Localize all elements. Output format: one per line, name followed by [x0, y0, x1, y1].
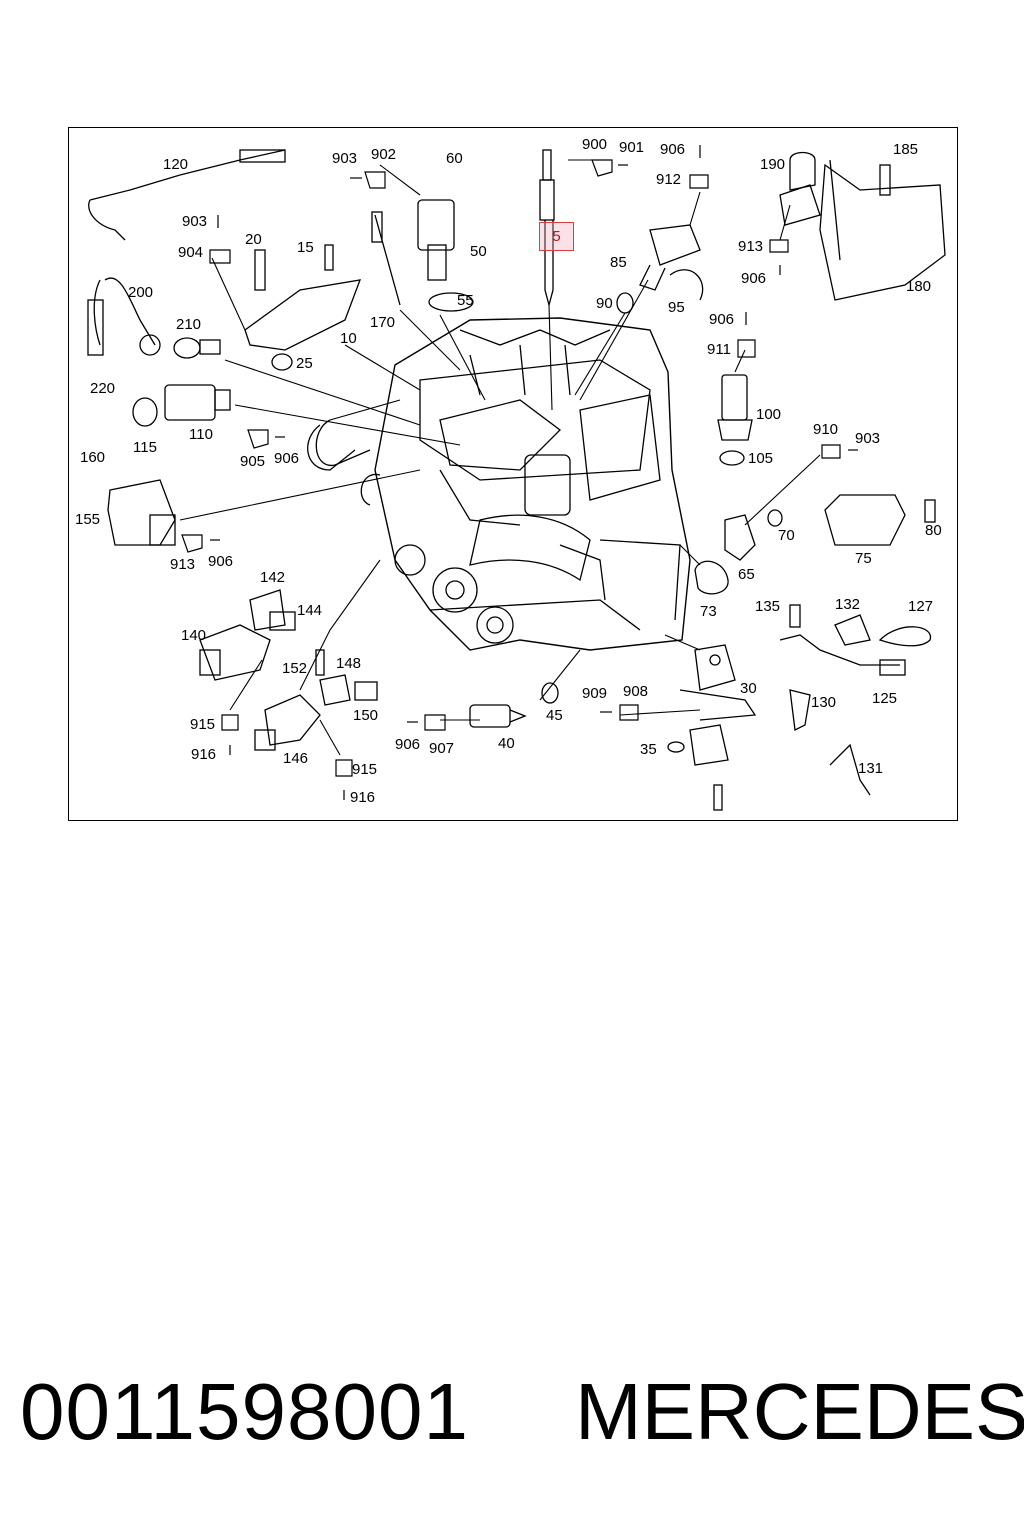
- callout-901: 901: [619, 139, 645, 156]
- highlighted-part-callout[interactable]: 5: [539, 222, 574, 251]
- callout-65: 65: [738, 566, 755, 583]
- callout-90: 90: [596, 295, 613, 312]
- callout-907: 907: [429, 740, 455, 757]
- callout-95: 95: [668, 299, 685, 316]
- callout-146: 146: [283, 750, 309, 767]
- callout-900: 900: [582, 136, 608, 153]
- callout-903b: 903: [182, 213, 208, 230]
- callout-127: 127: [908, 598, 934, 615]
- callout-144: 144: [297, 602, 323, 619]
- callout-909: 909: [582, 685, 608, 702]
- callout-132: 132: [835, 596, 861, 613]
- callout-152: 152: [282, 660, 308, 677]
- callout-30: 30: [740, 680, 757, 697]
- callout-75: 75: [855, 550, 872, 567]
- callout-916b: 916: [350, 789, 376, 806]
- callout-60: 60: [446, 150, 463, 167]
- callout-130: 130: [811, 694, 837, 711]
- brand-name: MERCEDES: [575, 1367, 1024, 1456]
- callout-908: 908: [623, 683, 649, 700]
- callout-100: 100: [756, 406, 782, 423]
- callout-910: 910: [813, 421, 839, 438]
- part-number: 0011598001: [20, 1367, 469, 1456]
- leader-lines: [179, 159, 821, 756]
- callout-40: 40: [498, 735, 515, 752]
- callout-902: 902: [371, 146, 397, 163]
- callout-131: 131: [858, 760, 884, 777]
- callout-911: 911: [707, 341, 731, 358]
- callout-142: 142: [260, 569, 286, 586]
- callout-135: 135: [755, 598, 781, 615]
- callout-904: 904: [178, 244, 204, 261]
- callout-200: 200: [128, 284, 154, 301]
- callout-125: 125: [872, 690, 898, 707]
- callout-906: 906: [660, 141, 686, 158]
- callout-120: 120: [163, 156, 189, 173]
- callout-110: 110: [189, 426, 213, 443]
- callout-25: 25: [296, 355, 313, 372]
- callout-150: 150: [353, 707, 379, 724]
- callout-906e: 906: [208, 553, 234, 570]
- highlighted-part-label: 5: [552, 228, 561, 245]
- callout-906d: 906: [709, 311, 735, 328]
- callout-80: 80: [925, 522, 942, 539]
- callout-905: 905: [240, 453, 266, 470]
- callout-185: 185: [893, 141, 919, 158]
- callout-210: 210: [176, 316, 202, 333]
- diagram-frame: [68, 127, 958, 821]
- callout-35: 35: [640, 741, 657, 758]
- callout-906b: 906: [741, 270, 767, 287]
- callout-155: 155: [75, 511, 101, 528]
- engine-block: [315, 317, 691, 651]
- callout-70: 70: [778, 527, 795, 544]
- callout-220: 220: [90, 380, 116, 397]
- parts: [87, 149, 946, 811]
- callout-10: 10: [340, 330, 357, 347]
- callout-913b: 913: [170, 556, 196, 573]
- callout-180: 180: [906, 278, 932, 295]
- callout-913: 913: [738, 238, 764, 255]
- callout-115: 115: [133, 439, 157, 456]
- callout-906c: 906: [274, 450, 300, 467]
- callout-170: 170: [370, 314, 396, 331]
- callout-20: 20: [245, 231, 262, 248]
- callout-15: 15: [297, 239, 314, 256]
- callout-903: 903: [332, 150, 358, 167]
- callout-916: 916: [191, 746, 217, 763]
- connector-symbols: [181, 145, 858, 800]
- callout-903c: 903: [855, 430, 881, 447]
- callout-50: 50: [470, 243, 487, 260]
- callout-55: 55: [457, 292, 474, 309]
- callout-45: 45: [546, 707, 563, 724]
- callout-915: 915: [190, 716, 216, 733]
- callout-105: 105: [748, 450, 774, 467]
- callout-140: 140: [181, 627, 207, 644]
- callout-160: 160: [80, 449, 106, 466]
- callout-148: 148: [336, 655, 362, 672]
- callout-85: 85: [610, 254, 627, 271]
- callout-73: 73: [700, 603, 717, 620]
- callout-906f: 906: [395, 736, 421, 753]
- callout-190: 190: [760, 156, 786, 173]
- callout-912: 912: [656, 171, 682, 188]
- callout-915b: 915: [352, 761, 378, 778]
